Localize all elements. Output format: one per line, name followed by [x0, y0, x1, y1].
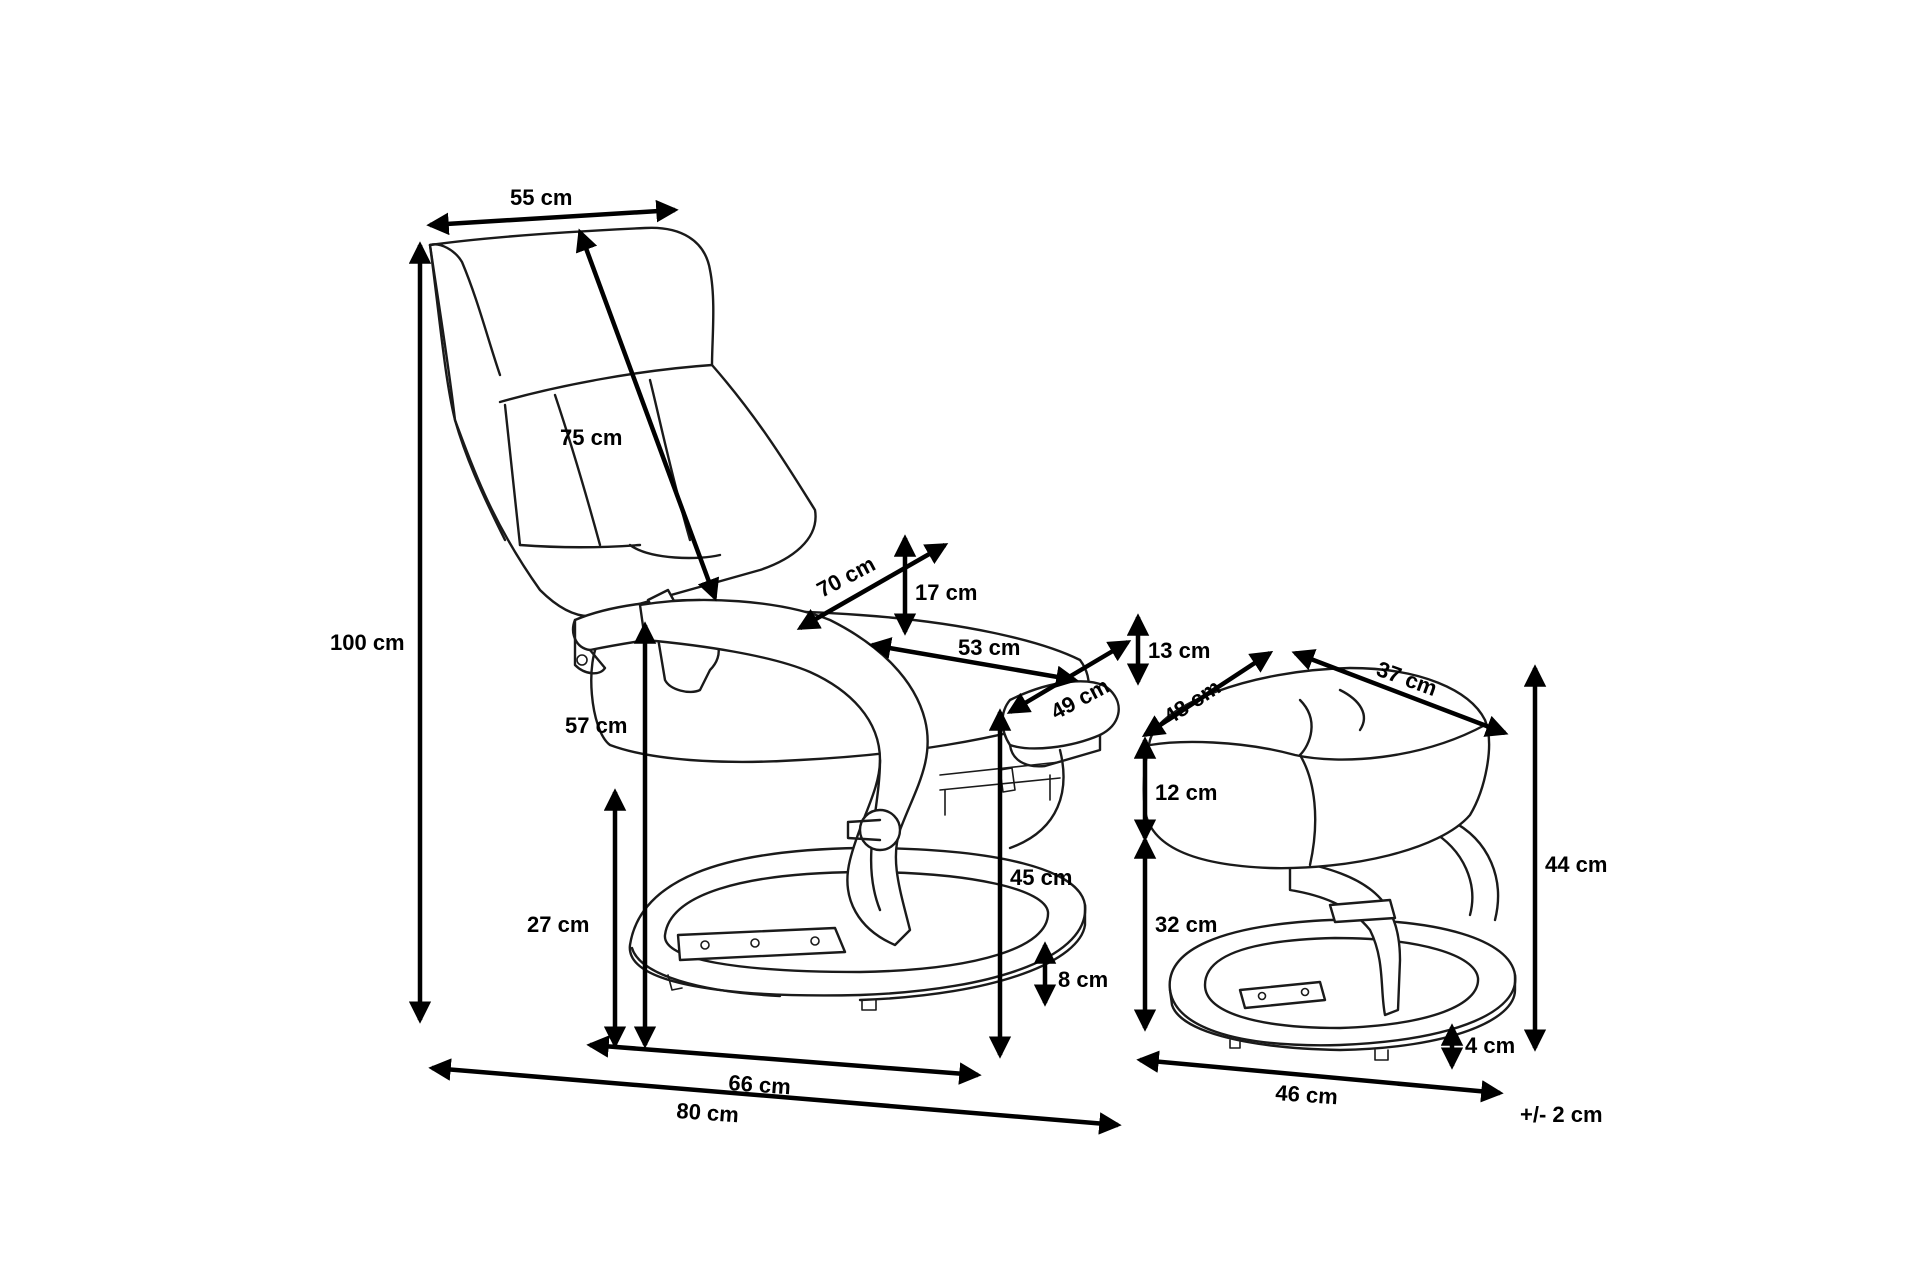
ottoman-bentwood-frame	[1288, 858, 1402, 1017]
label-base-depth: 66 cm	[728, 1070, 792, 1099]
label-ottoman-cushion: 12 cm	[1155, 780, 1217, 805]
ottoman-base-inner	[1203, 936, 1480, 1030]
label-seat-height: 45 cm	[1010, 865, 1072, 890]
label-seat-width: 70 cm	[813, 551, 880, 602]
label-chair-width: 55 cm	[510, 185, 572, 210]
recliner-chair-drawing	[428, 226, 1120, 1011]
label-ottoman-base-height: 4 cm	[1465, 1033, 1515, 1058]
label-total-depth: 80 cm	[676, 1098, 740, 1127]
ottoman-drawing	[1142, 666, 1517, 1061]
label-tolerance: +/- 2 cm	[1520, 1102, 1603, 1127]
label-ottoman-frame-height: 32 cm	[1155, 912, 1217, 937]
label-ottoman-total-height: 44 cm	[1545, 852, 1607, 877]
chair-bentwood-frame	[638, 598, 929, 947]
chair-base-plate	[676, 926, 847, 962]
label-footrest-thickness: 13 cm	[1148, 638, 1210, 663]
recline-lever-knob	[858, 808, 902, 852]
footrest-support	[1008, 748, 1065, 850]
dimension-lines	[408, 199, 1547, 1135]
label-backrest-length: 75 cm	[560, 425, 622, 450]
label-seat-bottom-height: 27 cm	[527, 912, 589, 937]
label-armrest-height: 57 cm	[565, 713, 627, 738]
label-base-height: 8 cm	[1058, 967, 1108, 992]
label-height-total: 100 cm	[330, 630, 405, 655]
dimension-labels: 55 cm 75 cm 100 cm 57 cm 45 cm 27 cm 70 …	[330, 185, 1607, 1127]
label-seat-depth: 53 cm	[958, 635, 1020, 660]
label-armrest-thickness: 17 cm	[915, 580, 977, 605]
chair-backrest	[428, 226, 817, 618]
label-ottoman-base-width: 46 cm	[1275, 1080, 1339, 1109]
